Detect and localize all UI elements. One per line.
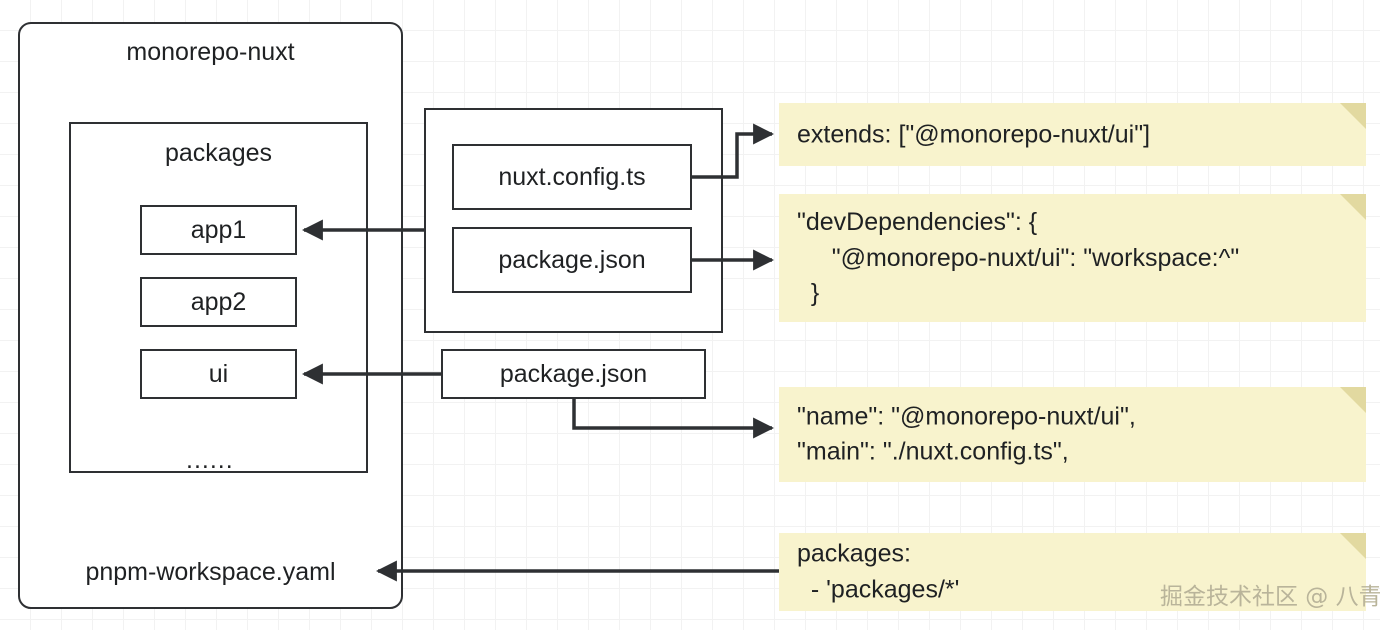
root-container-label: monorepo-nuxt [126, 38, 295, 66]
note-text: "name": "@monorepo-nuxt/ui", "main": "./… [797, 402, 1136, 466]
note-name-main: "name": "@monorepo-nuxt/ui", "main": "./… [779, 387, 1366, 482]
note-fold-icon [1340, 533, 1366, 559]
file-label: package.json [498, 245, 646, 274]
file-package-json-app[interactable]: package.json [452, 227, 692, 293]
note-packages-glob: packages: - 'packages/*' [779, 533, 1366, 611]
packages-container-label: packages [164, 139, 273, 167]
note-devdependencies: "devDependencies": { "@monorepo-nuxt/ui"… [779, 194, 1366, 322]
file-package-json-ui[interactable]: package.json [441, 349, 706, 399]
package-item-app1[interactable]: app1 [140, 205, 297, 255]
file-label: nuxt.config.ts [498, 162, 646, 191]
note-text: extends: ["@monorepo-nuxt/ui"] [797, 119, 1151, 148]
note-text: packages: - 'packages/*' [797, 539, 960, 604]
note-fold-icon [1340, 194, 1366, 220]
packages-ellipsis: ...... [186, 446, 234, 474]
package-item-label: app1 [190, 215, 247, 244]
connector-ui-package-json-to-name-note [572, 399, 775, 439]
note-fold-icon [1340, 103, 1366, 129]
note-fold-icon [1340, 387, 1366, 413]
package-item-label: ui [208, 359, 229, 388]
note-extends: extends: ["@monorepo-nuxt/ui"] [779, 103, 1366, 166]
package-item-ui[interactable]: ui [140, 349, 297, 399]
file-nuxt-config-ts[interactable]: nuxt.config.ts [452, 144, 692, 210]
package-item-label: app2 [190, 287, 247, 316]
watermark: 掘金技术社区 @ 八青妹 [1160, 584, 1380, 610]
pnpm-workspace-yaml-label: pnpm-workspace.yaml [85, 558, 336, 586]
note-text: "devDependencies": { "@monorepo-nuxt/ui"… [797, 207, 1240, 307]
file-label: package.json [499, 359, 648, 388]
package-item-app2[interactable]: app2 [140, 277, 297, 327]
app-files-container [424, 108, 723, 333]
